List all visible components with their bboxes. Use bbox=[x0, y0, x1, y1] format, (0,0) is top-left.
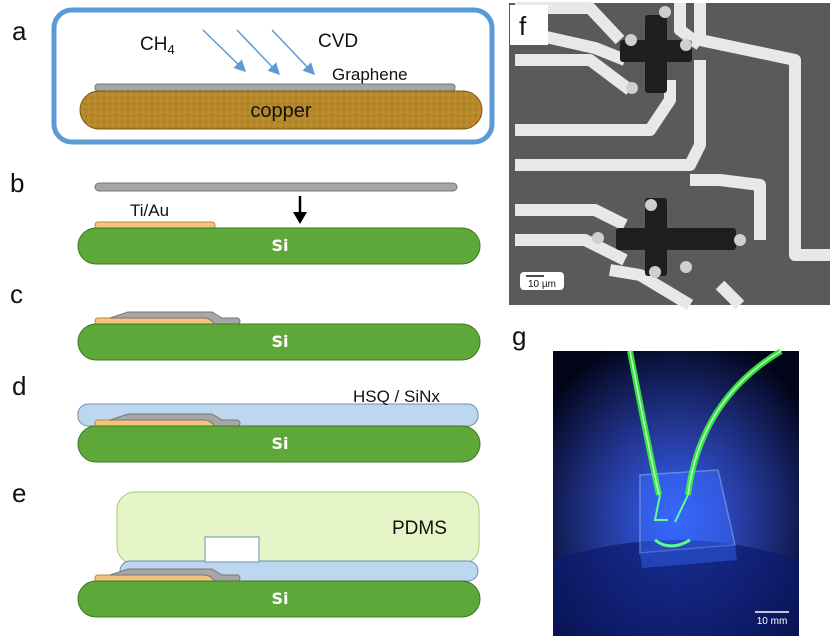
panel-e-letter: e bbox=[12, 478, 26, 508]
panel-c: c Si bbox=[10, 279, 481, 361]
deposition-arrow-2 bbox=[236, 29, 281, 76]
table-surface bbox=[553, 540, 799, 636]
outlet-tube-highlight bbox=[687, 350, 782, 496]
chip-edge bbox=[640, 545, 737, 568]
panel-d-letter: d bbox=[12, 371, 26, 401]
fluid-channel-lower bbox=[654, 538, 691, 548]
panel-c-letter: c bbox=[10, 279, 23, 309]
panel-g: g 10 mm bbox=[512, 321, 799, 636]
panel-d: d HSQ / SiNx Si bbox=[12, 371, 481, 463]
panel-f: 10 µm f bbox=[509, 2, 830, 311]
pdms-label: PDMS bbox=[392, 518, 447, 539]
si-substrate bbox=[77, 323, 481, 361]
si-label: Si bbox=[271, 434, 288, 453]
gas-label: CH4 bbox=[140, 34, 175, 57]
panel-b-letter: b bbox=[10, 168, 24, 198]
si-substrate bbox=[77, 425, 481, 463]
panel-f-letter: f bbox=[519, 11, 527, 41]
si-substrate bbox=[77, 227, 481, 265]
si-substrate bbox=[77, 580, 481, 618]
transfer-arrow-head bbox=[293, 212, 307, 224]
graphene-transfer-layer bbox=[94, 182, 458, 192]
inlet-tube-highlight bbox=[629, 350, 660, 496]
microfluidic-channel bbox=[204, 536, 260, 563]
graphene-label: Graphene bbox=[332, 65, 408, 84]
cvd-label: CVD bbox=[318, 31, 358, 52]
photo-scale-label: 10 mm bbox=[757, 616, 788, 627]
panel-e: e PDMS Si bbox=[12, 478, 481, 618]
contact-pads bbox=[592, 6, 746, 278]
hsq-sinx-label: HSQ / SiNx bbox=[353, 387, 440, 406]
panel-g-letter: g bbox=[512, 321, 526, 351]
cvd-chamber-frame bbox=[51, 7, 495, 145]
panel-a: a CH4 CVD Graphene copper bbox=[12, 7, 495, 145]
si-label: Si bbox=[271, 332, 288, 351]
panel-a-letter: a bbox=[12, 16, 27, 46]
ti-au-label: Ti/Au bbox=[130, 201, 169, 220]
graphene-channels bbox=[616, 15, 736, 276]
fluid-channel-upper bbox=[653, 494, 689, 523]
copper-foil bbox=[79, 90, 483, 130]
panel-f-letter-box bbox=[510, 5, 548, 45]
deposition-arrow-3 bbox=[271, 29, 316, 76]
si-label: Si bbox=[271, 236, 288, 255]
sem-scale-label: 10 µm bbox=[528, 279, 556, 290]
copper-label: copper bbox=[250, 100, 311, 122]
deposition-arrow-1 bbox=[202, 29, 247, 73]
panel-b: b Ti/Au Si bbox=[10, 168, 481, 265]
si-label: Si bbox=[271, 589, 288, 608]
graphene-layer bbox=[94, 83, 456, 92]
